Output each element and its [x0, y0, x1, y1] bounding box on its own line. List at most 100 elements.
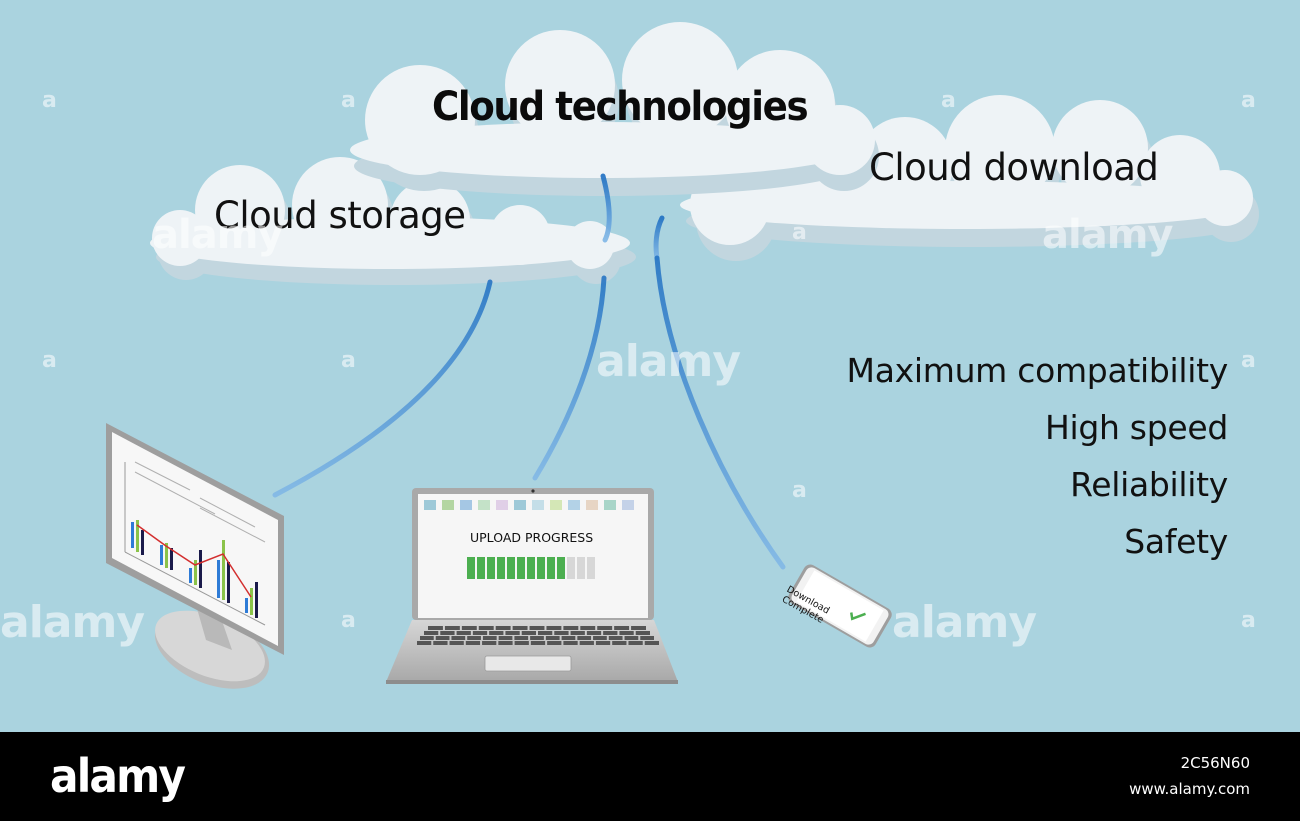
progress-segment [467, 557, 475, 579]
watermark-logo: alamy [892, 597, 1037, 648]
keyboard-key [530, 641, 546, 645]
keyboard-key [505, 631, 520, 635]
upload-progress-bar [467, 557, 595, 579]
connector-wires [272, 173, 786, 570]
keyboard-key [628, 641, 643, 645]
keyboard-key [577, 636, 592, 640]
watermark-letter: a [792, 478, 807, 503]
keyboard-key [631, 626, 646, 630]
wire-to-laptop [532, 275, 607, 481]
watermark-letter: a [1241, 348, 1256, 373]
watermark-letter: a [341, 348, 356, 373]
keyboard-key [624, 636, 639, 640]
progress-segment [547, 557, 555, 579]
illustration-svg [106, 22, 1259, 689]
watermark-letter: a [42, 348, 57, 373]
watermark-logo: alamy [152, 212, 283, 258]
wire-to-phone [654, 255, 786, 570]
keyboard-key [465, 641, 481, 645]
keyboard-key [597, 626, 613, 630]
keyboard-key [433, 641, 448, 645]
footer-image-id: 2C56N60 [1180, 754, 1250, 772]
footer-bar: alamy 2C56N60 www.alamy.com [0, 732, 1300, 821]
keyboard-key [424, 631, 439, 635]
progress-segment [477, 557, 485, 579]
keyboard-key [478, 626, 494, 630]
watermark-letter: a [792, 220, 807, 245]
wire-to-phone-upper [653, 215, 665, 261]
desktop-monitor [106, 423, 284, 689]
keyboard-key [482, 636, 497, 640]
keyboard-key [561, 636, 576, 640]
watermark-logo: alamy [0, 597, 145, 648]
feature-list: Maximum compatibility High speed Reliabi… [846, 342, 1229, 570]
keyboard-key [461, 626, 477, 630]
keyboard-key [580, 626, 596, 630]
keyboard-key [586, 631, 602, 635]
watermark-logo: alamy [596, 336, 741, 387]
progress-segment [537, 557, 545, 579]
keyboard-key [612, 641, 627, 645]
keyboard-key [444, 626, 460, 630]
keyboard-key [498, 636, 513, 640]
watermark-logo: alamy [1042, 212, 1173, 258]
upload-progress-label: UPLOAD PROGRESS [470, 530, 594, 545]
keyboard-key [635, 631, 650, 635]
keyboard-key [435, 636, 450, 640]
keyboard-key [614, 626, 630, 630]
smartphone [788, 564, 892, 648]
keyboard-key [451, 636, 466, 640]
keyboard-key [570, 631, 585, 635]
keyboard-key [456, 631, 471, 635]
keyboard-key [563, 626, 579, 630]
keyboard-key [538, 631, 553, 635]
keyboard-key [563, 641, 578, 645]
keyboard-key [472, 631, 488, 635]
progress-segment [527, 557, 535, 579]
keyboard-key [595, 641, 611, 645]
progress-segment [577, 557, 585, 579]
keyboard-key [514, 636, 529, 640]
watermark-letter: a [341, 608, 356, 633]
cloud-storage-label: Cloud storage [214, 194, 466, 237]
keyboard-key [529, 626, 545, 630]
laptop-keyboard [417, 626, 659, 645]
laptop [386, 488, 678, 684]
feature-item: Reliability [1070, 465, 1228, 504]
wire-to-laptop-upper [600, 173, 612, 243]
keyboard-key [546, 626, 562, 630]
keyboard-key [530, 636, 544, 640]
keyboard-key [603, 631, 618, 635]
keyboard-key [428, 626, 443, 630]
keyboard-key [440, 631, 455, 635]
keyboard-key [495, 626, 511, 630]
progress-segment [517, 557, 525, 579]
diagram-title: Cloud technologies [432, 84, 809, 130]
keyboard-key [608, 636, 623, 640]
cloud-download-label: Cloud download [869, 146, 1159, 189]
watermark-letter: a [1241, 608, 1256, 633]
keyboard-key [579, 641, 594, 645]
cloud-title-shape [350, 22, 879, 196]
keyboard-key [545, 636, 560, 640]
keyboard-key [593, 636, 607, 640]
progress-segment [567, 557, 575, 579]
footer-url: www.alamy.com [1129, 780, 1250, 798]
feature-item: Maximum compatibility [846, 351, 1229, 390]
keyboard-key [489, 631, 504, 635]
progress-segment [557, 557, 565, 579]
keyboard-key [482, 641, 497, 645]
cloud-storage-shape [150, 157, 636, 285]
keyboard-key [514, 641, 529, 645]
wire-to-monitor [272, 279, 493, 498]
laptop-toolbar [424, 500, 634, 510]
keyboard-key [420, 636, 434, 640]
keyboard-key [644, 641, 659, 645]
keyboard-key [521, 631, 536, 635]
keyboard-key [547, 641, 562, 645]
keyboard-key [640, 636, 654, 640]
keyboard-key [498, 641, 513, 645]
keyboard-key [512, 626, 528, 630]
progress-segment [497, 557, 505, 579]
keyboard-key [554, 631, 569, 635]
